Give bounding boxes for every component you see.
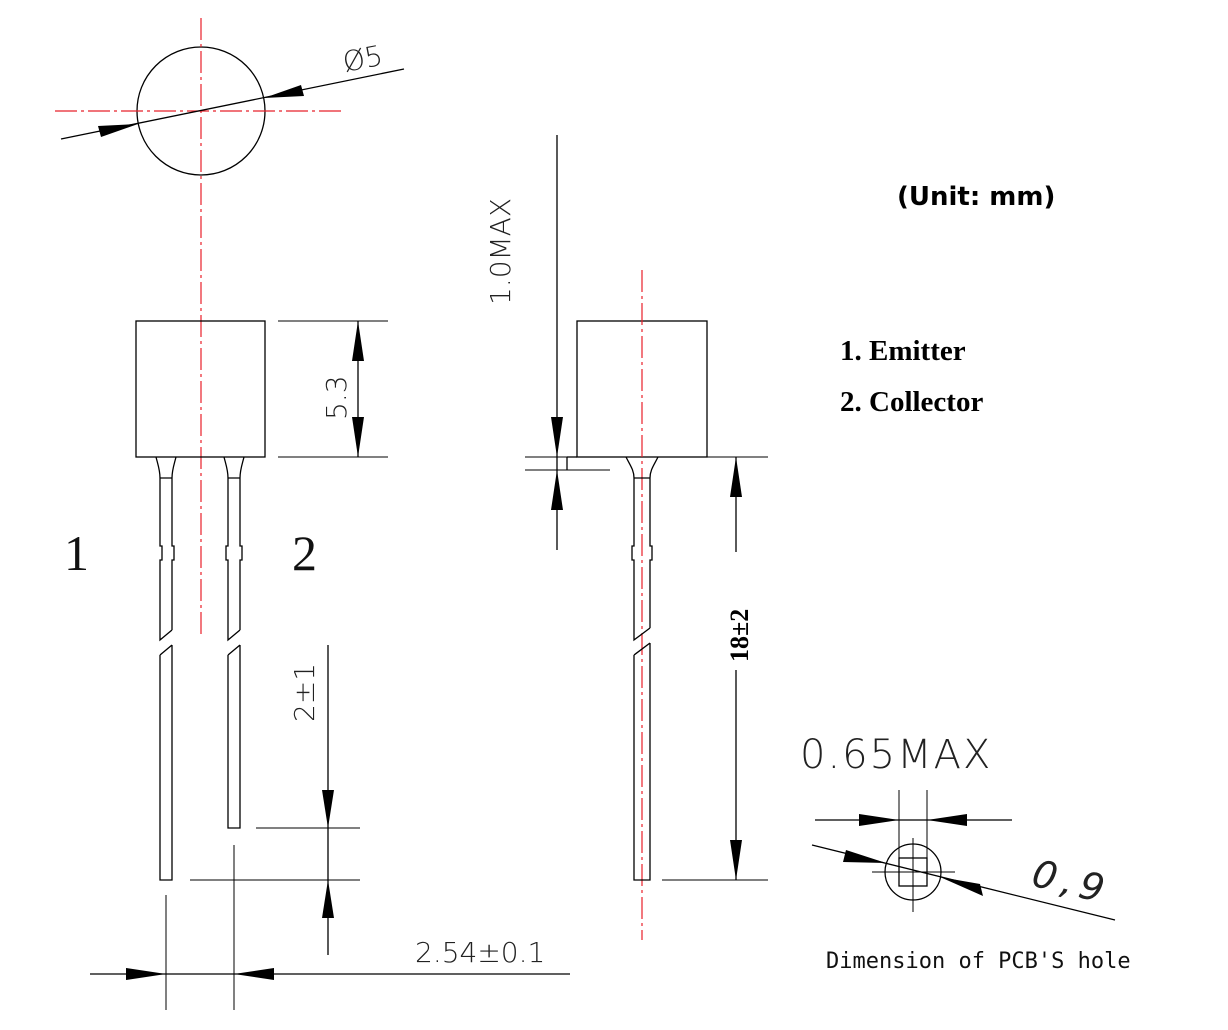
lead-length-arrow-bottom <box>730 840 742 880</box>
pitch-arrow-right <box>234 968 274 980</box>
lead-step-arrow-bottom <box>322 880 334 918</box>
lead-2-shoulder <box>223 456 245 479</box>
hole-diameter-arrow-right <box>940 877 983 896</box>
hole-lead-width-label: 0.65MAX <box>800 732 992 778</box>
pin-legend-emitter: 1. Emitter <box>840 335 966 367</box>
front-body <box>135 320 266 458</box>
pcb-hole-detail: 0.65MAX 0,9 Dimension of PCB'S hole <box>800 732 1131 974</box>
lead-1 <box>159 478 175 881</box>
body-height-label: 5.3 <box>320 375 353 420</box>
body-height-arrow-top <box>352 321 364 361</box>
pin-legend-collector: 2. Collector <box>840 386 983 418</box>
front-view: 1 2 5.3 2±1 2.54±0.1 <box>64 320 570 1010</box>
diameter-arrow-left <box>98 124 138 137</box>
body-height-arrow-bottom <box>352 417 364 457</box>
pin-number-2: 2 <box>292 525 317 581</box>
pin-number-1: 1 <box>64 525 89 581</box>
side-view: 1.0MAX 18±2 <box>484 135 768 940</box>
lead-length-arrow-top <box>730 457 742 497</box>
hole-lead-width-arrow-right <box>927 814 967 826</box>
unit-label: (Unit: mm) <box>897 182 1055 212</box>
lead-2 <box>225 478 243 829</box>
hole-diameter-label: 0,9 <box>1028 851 1115 913</box>
lead-step-label: 2±1 <box>288 663 321 722</box>
diameter-arrow-right <box>264 85 304 98</box>
lead-step-arrow-top <box>322 790 334 828</box>
diameter-label: Ø5 <box>340 39 385 79</box>
top-view: Ø5 <box>55 18 405 635</box>
hole-diameter-arrow-left <box>843 850 886 863</box>
side-lead <box>625 456 659 881</box>
flange-arrow-top <box>551 417 563 457</box>
lead-1-shoulder <box>155 456 177 479</box>
lead-length-label: 18±2 <box>725 609 754 662</box>
pitch-label: 2.54±0.1 <box>415 936 545 969</box>
pcb-hole-caption: Dimension of PCB'S hole <box>826 949 1131 974</box>
hole-lead-width-arrow-left <box>859 814 899 826</box>
flange-label: 1.0MAX <box>484 198 517 305</box>
pitch-arrow-left <box>126 968 166 980</box>
flange-arrow-bottom <box>551 470 563 510</box>
